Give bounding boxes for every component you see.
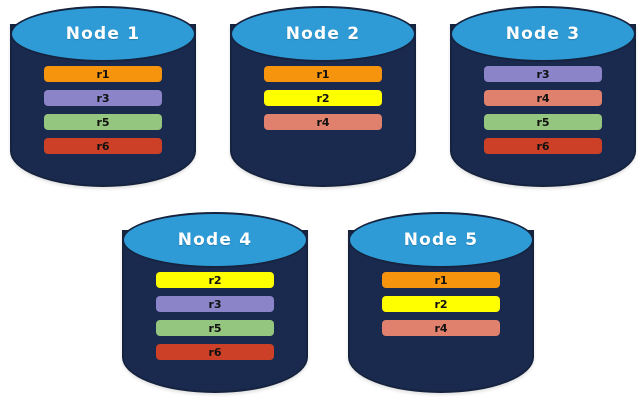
replica-bar[interactable]: r3 (484, 66, 602, 82)
node-title: Node 3 (505, 24, 581, 44)
replica-list: r2 r3 r5 r6 (122, 272, 308, 360)
node-title: Node 2 (285, 24, 361, 44)
replica-bar[interactable]: r5 (484, 114, 602, 130)
replica-bar[interactable]: r5 (156, 320, 274, 336)
cylinder-top-ellipse (122, 212, 308, 268)
database-node[interactable]: Node 5 r1 r2 r4 (348, 212, 534, 393)
database-node[interactable]: Node 4 r2 r3 r5 r6 (122, 212, 308, 393)
cylinder-top-ellipse (450, 6, 636, 62)
replica-bar[interactable]: r4 (484, 90, 602, 106)
cylinder-icon (348, 212, 534, 393)
replica-bar[interactable]: r2 (382, 296, 500, 312)
database-node[interactable]: Node 1 r1 r3 r5 r6 (10, 6, 196, 187)
replica-list: r1 r3 r5 r6 (10, 66, 196, 154)
node-title: Node 4 (177, 230, 253, 250)
replica-bar[interactable]: r5 (44, 114, 162, 130)
replica-bar[interactable]: r2 (156, 272, 274, 288)
node-title: Node 5 (403, 230, 479, 250)
replica-list: r1 r2 r4 (230, 66, 416, 130)
replica-bar[interactable]: r4 (264, 114, 382, 130)
replica-bar[interactable]: r1 (44, 66, 162, 82)
replica-bar[interactable]: r6 (44, 138, 162, 154)
replica-bar[interactable]: r4 (382, 320, 500, 336)
replica-bar[interactable]: r3 (156, 296, 274, 312)
replica-bar[interactable]: r1 (264, 66, 382, 82)
replica-list: r1 r2 r4 (348, 272, 534, 336)
replica-list: r3 r4 r5 r6 (450, 66, 636, 154)
cylinder-icon (10, 6, 196, 187)
cylinder-top-ellipse (10, 6, 196, 62)
database-node[interactable]: Node 3 r3 r4 r5 r6 (450, 6, 636, 187)
replica-bar[interactable]: r2 (264, 90, 382, 106)
replica-bar[interactable]: r6 (156, 344, 274, 360)
database-node[interactable]: Node 2 r1 r2 r4 (230, 6, 416, 187)
cylinder-top-ellipse (230, 6, 416, 62)
replica-bar[interactable]: r3 (44, 90, 162, 106)
replica-bar[interactable]: r6 (484, 138, 602, 154)
replica-bar[interactable]: r1 (382, 272, 500, 288)
node-title: Node 1 (65, 24, 141, 44)
cylinder-top-ellipse (348, 212, 534, 268)
